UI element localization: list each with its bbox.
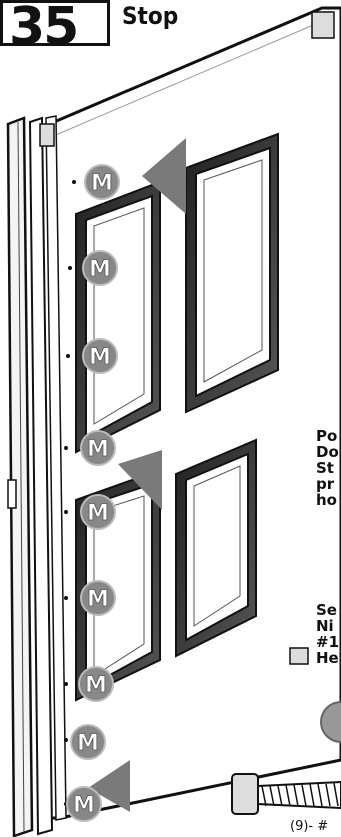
hinge-bottom-right: [290, 648, 308, 664]
nail-marker-label: M: [73, 793, 95, 818]
nail-marker-label: M: [91, 171, 113, 196]
instruction-paragraph-2: Se Ni #1 He: [316, 602, 339, 666]
nail-marker-label: M: [87, 587, 109, 612]
instruction-paragraph-1: Po Do St pr ho: [316, 428, 339, 508]
door-panel-upper-left: [76, 182, 160, 452]
instruction-line: Ni: [316, 618, 339, 634]
nail-marker-label: M: [77, 731, 99, 756]
nail-marker-icon: M: [81, 495, 115, 529]
instruction-line: #1: [316, 634, 339, 650]
instruction-line: He: [316, 650, 339, 666]
door-panel-upper-right: [186, 134, 278, 412]
nail-marker-icon: M: [79, 667, 113, 701]
nail-marker-label: M: [89, 345, 111, 370]
hinge-top-left: [40, 124, 54, 146]
nail-marker-label: M: [87, 437, 109, 462]
hinge-top-right: [312, 12, 334, 38]
screw-icon: [232, 774, 341, 814]
nail-marker-icon: M: [83, 339, 117, 373]
parts-caption: (9)- #: [290, 819, 328, 834]
instruction-line: St: [316, 460, 339, 476]
instruction-line: pr: [316, 476, 339, 492]
nail-marker-icon: M: [85, 165, 119, 199]
nail-marker-icon: M: [83, 251, 117, 285]
nail-marker-label: M: [89, 257, 111, 282]
instruction-line: ho: [316, 492, 339, 508]
instruction-line: Se: [316, 602, 339, 618]
nail-marker-label: M: [87, 501, 109, 526]
instruction-line: Do: [316, 444, 339, 460]
nail-marker-icon: M: [71, 725, 105, 759]
nail-marker-icon: M: [67, 787, 101, 821]
instruction-line: Po: [316, 428, 339, 444]
nail-marker-icon: M: [81, 431, 115, 465]
nail-marker-icon: M: [81, 581, 115, 615]
nail-marker-label: M: [85, 673, 107, 698]
